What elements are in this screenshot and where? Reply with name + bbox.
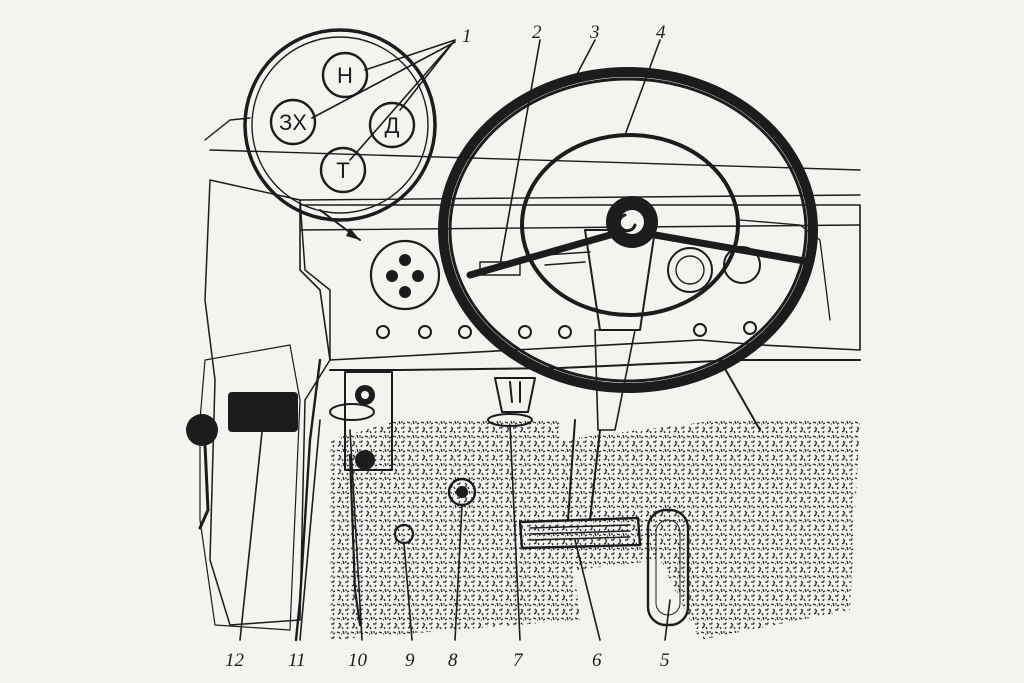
gear-button-drive: Д [368,101,416,149]
parking-brake-pedal [487,377,536,427]
callout-11: 11 [288,650,306,671]
callout-1: 1 [462,26,472,47]
callout-10: 10 [348,650,368,671]
gear-button-block [369,239,441,311]
brake-pedal [518,516,642,550]
horn-ring [520,133,740,317]
instrument-cluster [479,246,761,293]
callout-1-leaders [311,39,456,161]
gear-button-neutral: Н [321,51,369,99]
dashboard-knob-row [376,321,757,339]
gear-selector-magnified [243,28,456,241]
under-dash-switches [329,371,393,627]
gear-button-reverse: ЗХ [269,98,317,146]
magnify-arrow-head [346,228,360,240]
callout-8: 8 [448,650,458,671]
callout-3: 3 [589,22,600,43]
callout-12: 12 [225,650,245,671]
gear-button-low: Т [319,146,367,194]
svg-text:Н: Н [337,63,353,88]
left-side-panel [204,179,331,626]
steering-column [567,196,658,521]
callout-7: 7 [513,650,524,671]
callout-9: 9 [405,650,415,671]
svg-text:Т: Т [336,158,349,183]
dashboard-top-lines [204,117,861,231]
callout-2: 2 [532,22,542,43]
svg-text:ЗХ: ЗХ [279,110,307,135]
heater-vent [228,392,298,432]
wheel-spokes [466,231,814,279]
door-handle [186,414,218,530]
callout-4: 4 [656,22,666,43]
steering-wheel [438,67,818,393]
a-pillar [294,358,322,642]
dashboard-panel [299,204,861,361]
callout-5: 5 [660,650,670,671]
dashboard-lower-edge [329,359,861,371]
callout-6: 6 [592,650,602,671]
callout-numbers: 1 2 3 4 5 6 7 8 9 10 11 12 [225,22,670,671]
panel-corner-line [719,359,761,431]
svg-text:Д: Д [385,113,400,138]
callout-leaders [239,39,671,641]
